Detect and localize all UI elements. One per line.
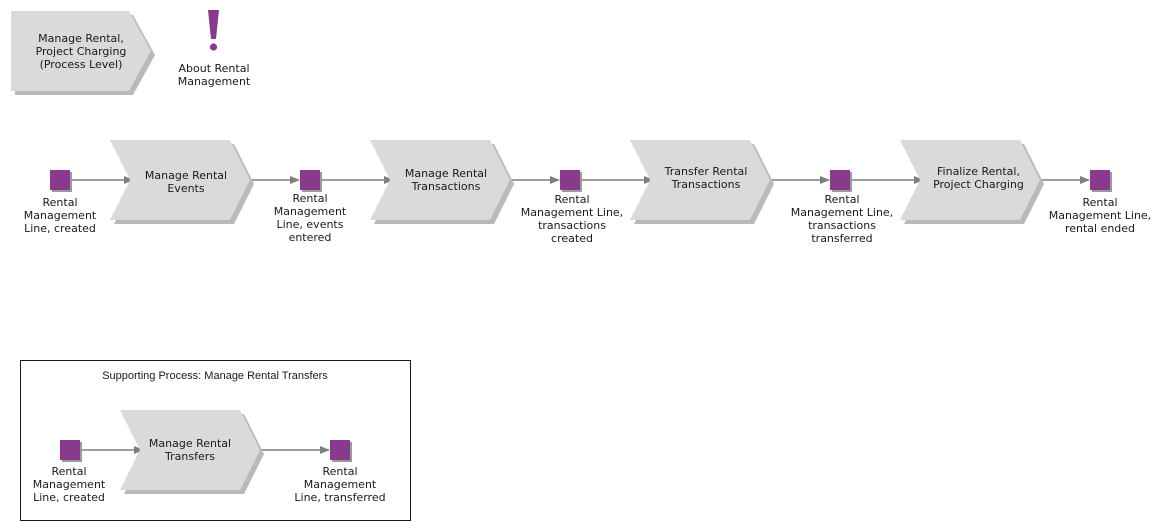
event-5[interactable] bbox=[1090, 170, 1112, 192]
process-level-label: Manage Rental, Project Charging (Process… bbox=[35, 31, 127, 71]
event-label-5: Rental Management Line, rental ended bbox=[1048, 196, 1152, 235]
function-chevron-1[interactable] bbox=[110, 140, 254, 224]
function-label-4: Finalize Rental, Project Charging bbox=[933, 165, 1024, 191]
event-label-4: Rental Management Line, transactions tra… bbox=[790, 193, 894, 245]
support-function-chevron[interactable] bbox=[120, 410, 264, 494]
support-function-label: Manage Rental Transfers bbox=[148, 437, 232, 463]
event-3[interactable] bbox=[560, 170, 582, 192]
event-2[interactable] bbox=[300, 170, 322, 192]
event-label-2: Rental Management Line, events entered bbox=[273, 192, 347, 244]
about-link[interactable]: About Rental Management bbox=[177, 62, 251, 88]
support-event-label-2: Rental Management Line, transferred bbox=[294, 465, 386, 504]
function-chevron-2[interactable] bbox=[370, 140, 514, 224]
support-event-1[interactable] bbox=[60, 440, 82, 462]
function-label-3: Transfer Rental Transactions bbox=[664, 165, 748, 191]
event-1[interactable] bbox=[50, 170, 72, 192]
support-event-label-1: Rental Management Line, created bbox=[32, 465, 106, 504]
function-label-1: Manage Rental Events bbox=[144, 169, 228, 195]
event-label-3: Rental Management Line, transactions cre… bbox=[520, 193, 624, 245]
exclamation-icon[interactable] bbox=[208, 10, 219, 51]
function-chevron-3[interactable] bbox=[630, 140, 774, 224]
event-4[interactable] bbox=[830, 170, 852, 192]
function-label-2: Manage Rental Transactions bbox=[404, 167, 488, 193]
support-event-2[interactable] bbox=[330, 440, 352, 462]
supporting-process-box bbox=[20, 360, 411, 521]
event-label-1: Rental Management Line, created bbox=[23, 196, 97, 235]
supporting-process-title: Supporting Process: Manage Rental Transf… bbox=[102, 370, 328, 382]
function-chevron-4[interactable] bbox=[900, 140, 1044, 224]
process-level-chevron[interactable] bbox=[11, 11, 155, 95]
